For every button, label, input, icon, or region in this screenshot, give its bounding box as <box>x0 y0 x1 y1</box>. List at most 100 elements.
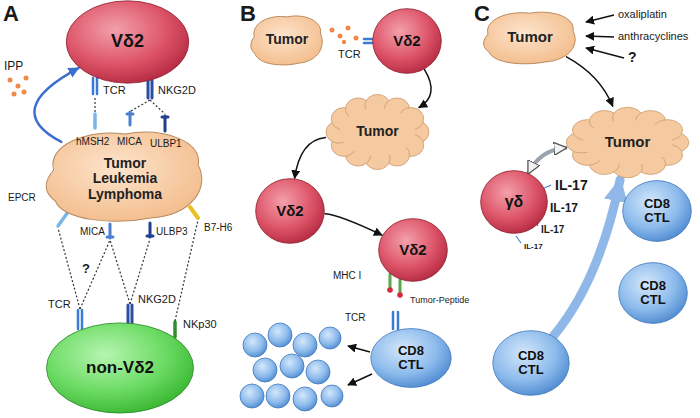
molecule-label: TCR <box>338 48 361 60</box>
receptors <box>78 310 82 329</box>
cell-label: non-Vδ2 <box>86 359 154 378</box>
expanded-ctl <box>240 384 264 408</box>
receptors <box>173 322 177 337</box>
cell-node: Tumor <box>325 92 430 172</box>
cell-outline <box>379 219 448 282</box>
molecule-label: hMSH2 <box>76 136 109 147</box>
cell-label: Tumor <box>356 124 399 139</box>
receptors <box>162 116 168 131</box>
expanded-ctl <box>266 384 290 408</box>
binding-lines <box>58 228 80 309</box>
cell-node: Vδ2 <box>255 178 325 244</box>
tumor-outline <box>484 12 576 64</box>
cell-label: CD8 CTL <box>637 197 677 226</box>
molecule-label: IL-17 <box>555 178 588 193</box>
cell-node: CD8 CTL <box>618 262 688 324</box>
molecule-label: NKG2D <box>138 293 176 305</box>
cell-label: Tumor Leukemia Lymphoma <box>79 156 171 202</box>
receptors <box>364 39 372 43</box>
receptors <box>148 80 152 98</box>
receptors <box>127 112 133 125</box>
drug-arrows <box>586 15 614 22</box>
connector-arrow <box>419 70 431 108</box>
tumor-core <box>583 120 673 165</box>
receptors <box>190 207 198 218</box>
cell-node: γδ <box>480 170 548 234</box>
molecule-label: IL-17 <box>541 224 564 235</box>
cell-node: Vδ2 <box>372 8 442 74</box>
molecule-label: IPP <box>4 60 23 73</box>
receptors <box>107 224 113 238</box>
cell-node: Tumor <box>480 8 580 66</box>
cell-label: Vδ2 <box>276 203 303 220</box>
molecule-label: TCR <box>345 312 366 323</box>
receptors <box>58 39 400 337</box>
cell-node: Tumor <box>248 12 326 67</box>
expanded-ctl <box>321 385 343 407</box>
ipp-dots <box>16 84 21 89</box>
cell-label: Vδ2 <box>111 32 144 52</box>
expansion-arrows <box>348 374 372 385</box>
molecule-label: oxaliplatin <box>618 8 667 20</box>
molecule-label: NKp30 <box>183 318 217 330</box>
expanded-ctl <box>243 333 267 357</box>
molecule-label: EPCR <box>8 192 36 203</box>
ipp-dots <box>22 90 27 95</box>
receptors <box>393 312 398 329</box>
peptides <box>387 287 393 293</box>
cell-outline <box>256 179 325 244</box>
molecule-label: B7-H6 <box>204 222 232 233</box>
binding-lines <box>80 240 110 309</box>
tumor-core <box>340 108 416 156</box>
receptors <box>93 78 97 94</box>
ipp-dots <box>330 28 335 33</box>
molecule-label: MHC I <box>333 270 361 281</box>
molecule-label: ? <box>82 262 90 276</box>
ipp-dots <box>354 36 359 41</box>
cell-label: CD8 CTL <box>511 349 551 378</box>
cell-label: Tumor <box>605 134 651 151</box>
expanded-ctl <box>319 327 341 349</box>
peptides <box>387 287 403 298</box>
cell-node: CD8 CTL <box>370 328 452 388</box>
panel-letter: A <box>3 2 19 26</box>
cell-label: Vδ2 <box>393 33 420 50</box>
expanded-ctl <box>293 387 317 411</box>
receptors <box>147 223 153 237</box>
drug-arrows <box>586 48 624 58</box>
receptors <box>58 212 68 226</box>
il17-release <box>516 236 521 243</box>
molecule-label: ULBP1 <box>150 138 182 149</box>
molecule-label: IL-17 <box>550 202 578 215</box>
peptides <box>397 292 403 298</box>
molecule-label: ? <box>628 50 637 65</box>
cell-label: γδ <box>505 193 524 211</box>
connector-arrow <box>325 214 382 235</box>
molecule-label: ULBP3 <box>156 226 188 237</box>
drug-arrows <box>586 36 614 37</box>
receptors <box>128 305 132 323</box>
cell-label: Tumor <box>507 29 553 46</box>
expanded-ctl <box>293 333 317 357</box>
cell-outline <box>47 323 194 413</box>
cell-outline <box>619 263 688 324</box>
cell-node: Tumor <box>565 105 690 180</box>
binding-lines <box>150 100 165 114</box>
connector-arrow <box>567 57 613 106</box>
ipp-dots <box>24 76 29 81</box>
molecule-label: Tumor-Peptide <box>410 296 469 306</box>
molecule-label: IL-17 <box>524 243 543 252</box>
ipp-dots <box>8 78 13 83</box>
cell-label: Vδ2 <box>399 242 426 259</box>
panel-letter: C <box>474 2 490 26</box>
expanded-ctl <box>268 323 292 347</box>
connector-arrow <box>295 137 326 178</box>
cell-node: CD8 CTL <box>622 180 692 242</box>
expanded-ctl <box>306 360 330 384</box>
ipp-dots <box>342 40 346 44</box>
molecule-label: NKG2D <box>158 84 196 96</box>
expansion-arrows <box>348 346 370 352</box>
molecule-label: TCR <box>103 84 126 96</box>
tumor-outline <box>46 132 202 221</box>
connector-arrow <box>34 68 78 142</box>
